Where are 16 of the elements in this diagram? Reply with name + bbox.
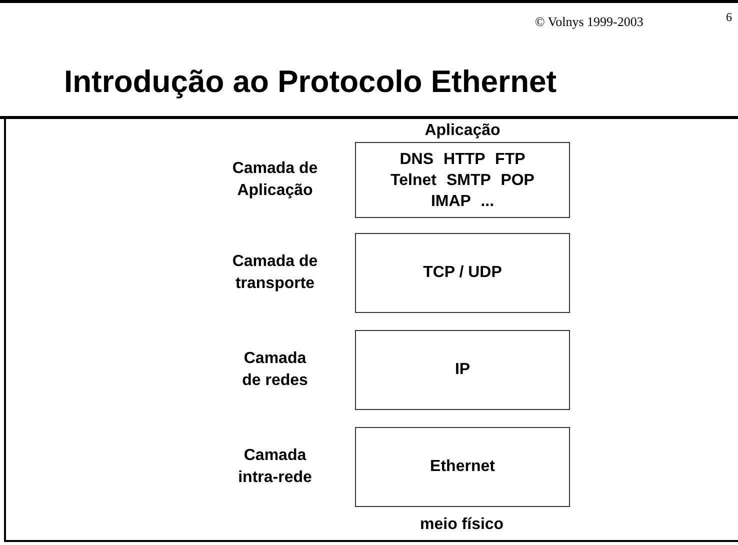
layer-name: TCP / UDP (423, 264, 502, 282)
slide-title: Introdução ao Protocolo Ethernet (64, 64, 557, 100)
page-number: 6 (726, 10, 732, 25)
layer-label: Camada de Aplicação (231, 159, 319, 201)
layer-name: DNS HTTP FTP Telnet SMTP POP IMAP ... (390, 150, 536, 212)
medium-label: meio físico (420, 516, 504, 534)
layer-box (355, 427, 570, 507)
layer-label: Camada intra-rede (237, 446, 313, 488)
layer-heading: Aplicação (424, 122, 502, 140)
layer-box (355, 233, 570, 313)
copyright-note: © Volnys 1999-2003 (535, 14, 644, 30)
layer-box (355, 330, 570, 410)
layer-label: Camada de redes (241, 349, 309, 391)
layer-name: Ethernet (430, 458, 495, 476)
layer-label: Camada de transporte (231, 252, 319, 294)
layer-name: IP (454, 361, 470, 379)
